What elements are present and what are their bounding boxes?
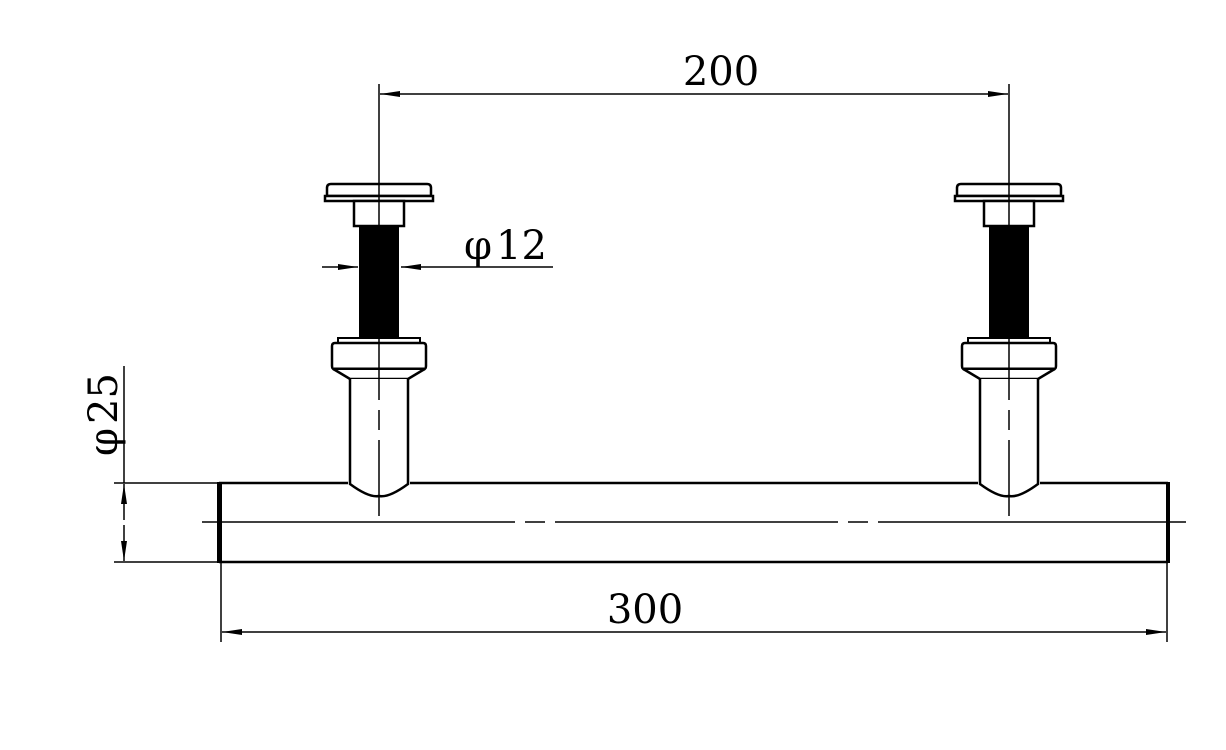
dimension-bar-diameter: φ25	[81, 366, 219, 563]
left-mounting-post	[323, 174, 435, 518]
dimension-post-spacing: 200	[378, 49, 1010, 176]
dimension-label-300: 300	[607, 587, 683, 633]
dimension-label-phi25: φ25	[81, 373, 127, 456]
handle-bar	[202, 481, 1186, 564]
dimension-label-200: 200	[683, 49, 759, 95]
dimension-overall-length: 300	[220, 562, 1168, 642]
right-mounting-post	[953, 174, 1065, 518]
